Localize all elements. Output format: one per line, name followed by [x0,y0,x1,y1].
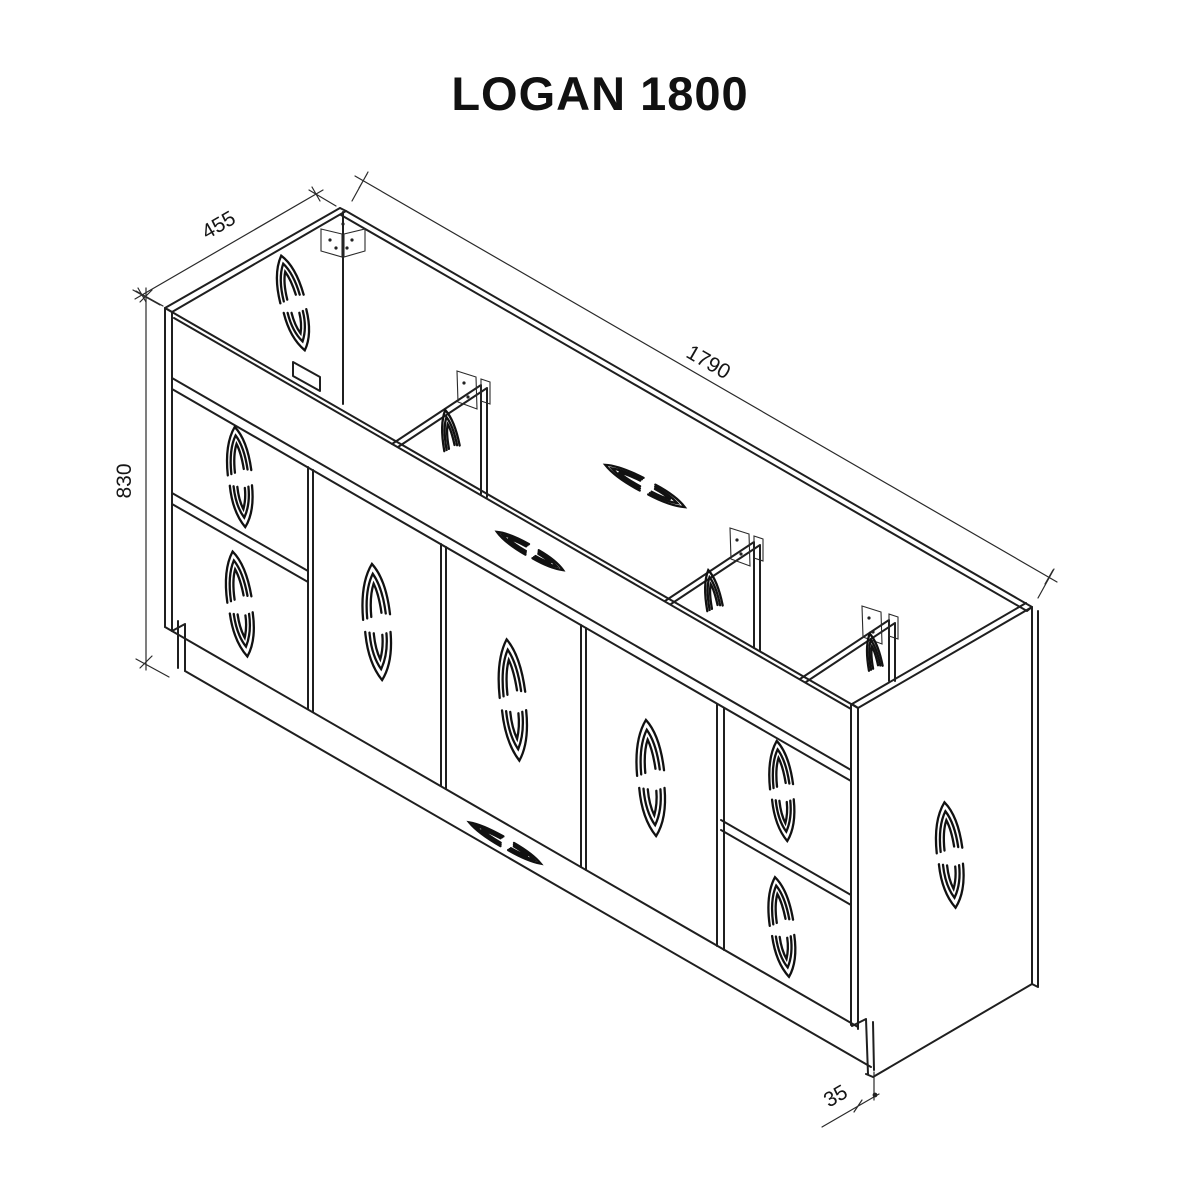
dimension-width-label: 1790 [682,341,734,384]
left-panel-top-edge [164,207,347,313]
grain-knot-back-panel [601,458,689,514]
grain-knot-left-inner-panel [268,251,318,355]
divider-1-bracket [456,370,491,410]
front-face [164,307,859,1028]
drawing-title: LOGAN 1800 [451,67,749,120]
grain-knot-left-drawer-bottom [219,548,261,660]
right-end-panel [850,606,1039,1078]
grain-knot-kick [465,817,545,869]
divider-3-edges [799,619,896,683]
grain-knot-door-3 [631,717,671,839]
dimension-height-label: 830 [113,463,136,498]
left-drawer-gap [171,492,309,583]
back-left-corner-bracket [320,222,366,258]
dimension-depth-label: 455 [198,207,240,244]
dimension-depth-lines [132,186,337,306]
right-panel-bottom-edge [865,983,1033,1078]
dimension-height-lines [135,287,170,678]
dimension-depth-455: 455 [132,186,337,306]
grain-knot-right-drawer-top [764,738,800,844]
grain-knot-right-end-panel [930,799,970,911]
divider-3-bracket [861,605,899,645]
right-drawer-gap [720,819,852,906]
corner-brackets [320,222,899,645]
internal-dividers [292,361,896,683]
grain-knot-door-1 [357,561,397,683]
dimension-kick-arrow-dot [872,1092,878,1098]
left-panel-front-edge [164,307,173,632]
divider-1-edges [391,384,488,498]
dimension-kick-label: 35 [820,1081,852,1113]
grain-knot-right-drawer-bottom [762,874,802,980]
top-rail-bottom-edge [171,377,852,782]
kick-face-bottom-edge [184,670,872,1068]
drawer-bay-top-spreader-edge [292,361,321,392]
divider-2-bracket [729,527,764,567]
dimension-height-830: 830 [113,287,170,678]
front-top-edge [164,307,859,710]
right-panel-front-edge [850,704,859,1030]
grain-knot-door-2 [492,636,534,764]
right-panel-back-edge [1031,606,1039,988]
dimension-width-lines [351,171,1058,599]
kick-left-end [171,620,186,672]
grain-knot-top-rail [493,526,567,576]
door-and-bank-gap-lines [307,466,725,951]
grain-knot-divider-1 [436,407,462,452]
divider-2-edges [664,541,761,652]
front-bottom-edge [164,626,859,1028]
grain-knot-left-drawer-top [221,424,259,530]
dimension-kick-35: 35 [820,1071,880,1128]
